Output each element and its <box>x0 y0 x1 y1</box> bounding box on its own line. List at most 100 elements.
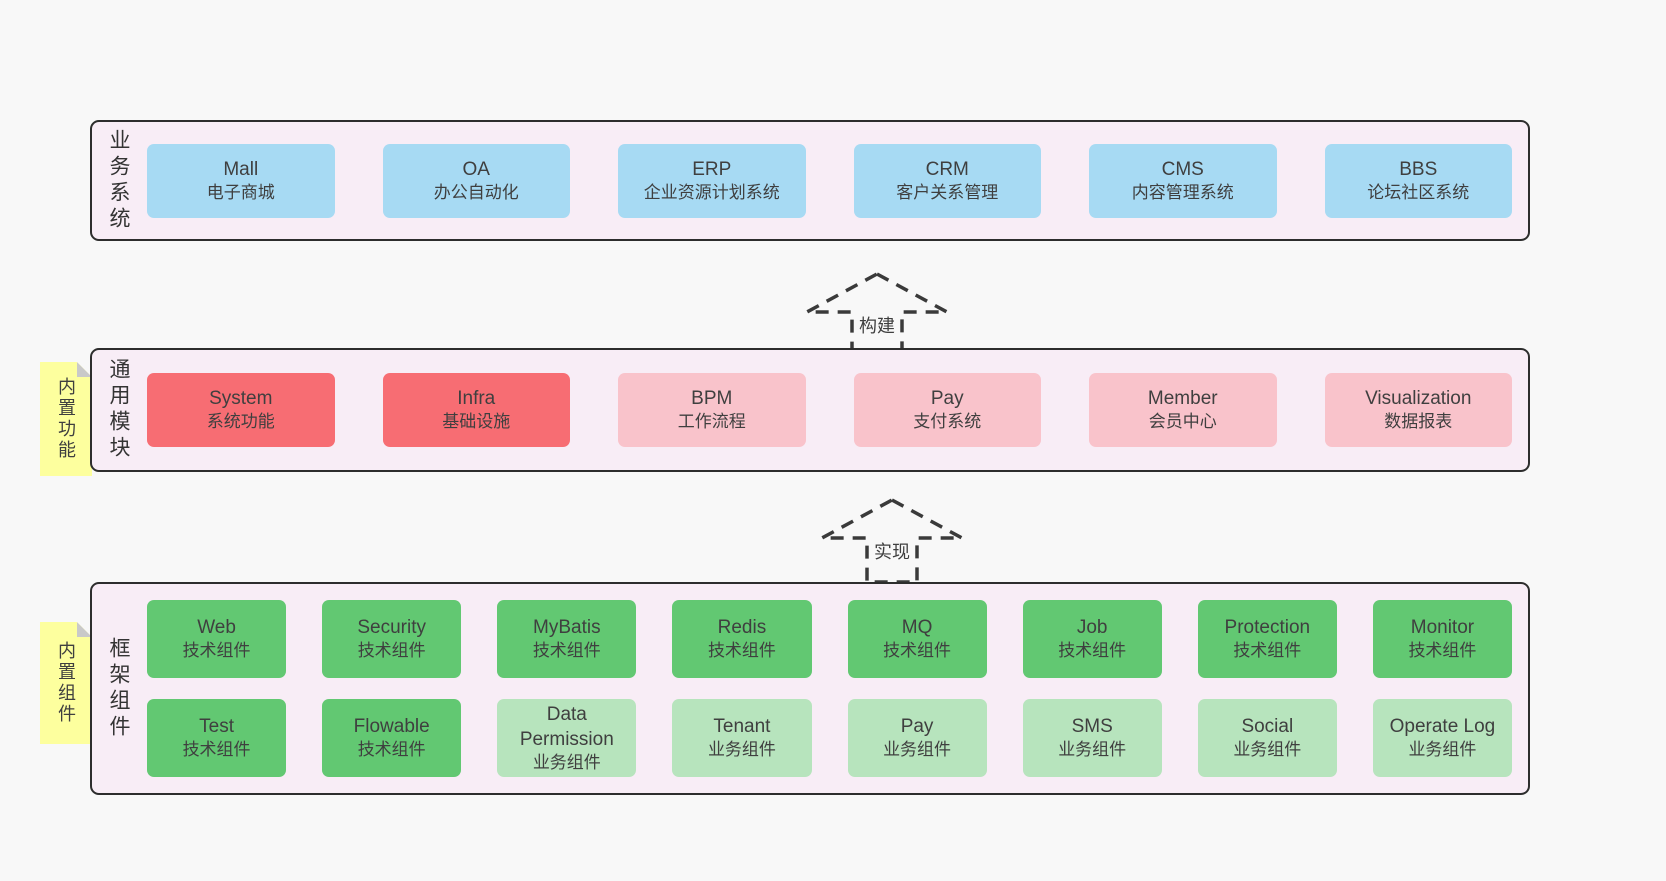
box-name: MQ <box>901 617 933 639</box>
arrow-label: 实现 <box>872 538 912 564</box>
box-subtitle: 技术组件 <box>532 641 601 661</box>
box-member: Member 会员中心 <box>1089 373 1277 447</box>
box-subtitle: 业务组件 <box>1408 740 1477 760</box>
box-visualization: Visualization 数据报表 <box>1324 373 1512 447</box>
box-subtitle: 论坛社区系统 <box>1367 182 1470 202</box>
box-subtitle: 业务组件 <box>1058 740 1127 760</box>
box-operate-log: Operate Log 业务组件 <box>1372 699 1512 777</box>
box-name: BPM <box>691 388 733 410</box>
box-subtitle: 办公自动化 <box>433 182 519 202</box>
box-system: System 系统功能 <box>147 373 335 447</box>
box-subtitle: 技术组件 <box>883 641 952 661</box>
box-pay-component: Pay 业务组件 <box>847 699 987 777</box>
band-label: 框架组件 <box>107 636 130 741</box>
box-subtitle: 系统功能 <box>206 412 275 432</box>
box-mybatis: MyBatis 技术组件 <box>497 600 637 678</box>
box-name: CRM <box>925 158 969 180</box>
box-tenant: Tenant 业务组件 <box>672 699 812 777</box>
box-monitor: Monitor 技术组件 <box>1372 600 1512 678</box>
box-subtitle: 技术组件 <box>707 641 776 661</box>
box-name: System <box>209 388 273 410</box>
box-social: Social 业务组件 <box>1197 699 1337 777</box>
box-flowable: Flowable 技术组件 <box>322 699 462 777</box>
band-label: 通用模块 <box>107 358 130 462</box>
box-subtitle: 内容管理系统 <box>1131 182 1234 202</box>
sticky-note-label: 内置组件 <box>56 641 76 725</box>
box-name: Data Permission <box>519 703 614 750</box>
box-security: Security 技术组件 <box>322 600 462 678</box>
box-oa: OA 办公自动化 <box>382 143 570 218</box>
box-subtitle: 电子商城 <box>206 182 275 202</box>
box-name: Member <box>1147 388 1218 410</box>
sticky-note-built-in-features: 内置功能 <box>40 362 92 476</box>
box-bpm: BPM 工作流程 <box>618 373 806 447</box>
box-subtitle: 数据报表 <box>1384 412 1453 432</box>
box-pay-module: Pay 支付系统 <box>853 373 1041 447</box>
box-name: Tenant <box>713 716 771 738</box>
box-name: Security <box>357 617 426 639</box>
box-bbs: BBS 论坛社区系统 <box>1324 143 1512 218</box>
box-subtitle: 客户关系管理 <box>896 182 999 202</box>
band-label: 业务系统 <box>107 128 130 233</box>
box-subtitle: 技术组件 <box>1058 641 1127 661</box>
box-subtitle: 企业资源计划系统 <box>643 182 780 202</box>
box-subtitle: 支付系统 <box>913 412 982 432</box>
box-name: Pay <box>900 716 934 738</box>
box-subtitle: 技术组件 <box>182 641 251 661</box>
box-subtitle: 技术组件 <box>1408 641 1477 661</box>
box-name: Redis <box>717 617 767 639</box>
box-subtitle: 技术组件 <box>1233 641 1302 661</box>
box-name: SMS <box>1071 716 1113 738</box>
box-subtitle: 业务组件 <box>1233 740 1302 760</box>
box-subtitle: 技术组件 <box>357 641 426 661</box>
box-subtitle: 技术组件 <box>357 740 426 760</box>
arrow-implement: 实现 <box>817 498 967 584</box>
box-mall: Mall 电子商城 <box>147 143 335 218</box>
box-name: MyBatis <box>533 617 601 639</box>
box-name: Pay <box>930 388 964 410</box>
box-name: Infra <box>457 388 496 410</box>
box-name: BBS <box>1399 158 1438 180</box>
box-mq: MQ 技术组件 <box>847 600 987 678</box>
box-name: Mall <box>223 158 259 180</box>
band-boxes: System 系统功能 Infra 基础设施 BPM 工作流程 Pay 支付系统… <box>147 350 1512 470</box>
band-boxes: Web 技术组件 Security 技术组件 MyBatis 技术组件 Redi… <box>147 584 1512 793</box>
box-name: ERP <box>692 158 732 180</box>
box-sms: SMS 业务组件 <box>1022 699 1162 777</box>
box-subtitle: 会员中心 <box>1148 412 1217 432</box>
box-name: Test <box>199 716 234 738</box>
arrow-label: 构建 <box>857 312 897 338</box>
box-cms: CMS 内容管理系统 <box>1089 143 1277 218</box>
box-infra: Infra 基础设施 <box>382 373 570 447</box>
box-name: CMS <box>1161 158 1204 180</box>
box-name: Social <box>1241 716 1294 738</box>
box-name: Protection <box>1224 617 1311 639</box>
box-subtitle: 技术组件 <box>182 740 251 760</box>
box-data-permission: Data Permission 业务组件 <box>497 699 637 777</box>
box-redis: Redis 技术组件 <box>672 600 812 678</box>
box-subtitle: 工作流程 <box>677 412 746 432</box>
band-common-modules: 通用模块 System 系统功能 Infra 基础设施 BPM 工作流程 Pay… <box>90 348 1530 472</box>
box-name: Visualization <box>1365 388 1472 410</box>
sticky-note-label: 内置功能 <box>56 377 76 461</box>
box-subtitle: 业务组件 <box>532 752 601 772</box>
arrow-build: 构建 <box>802 272 952 358</box>
box-web: Web 技术组件 <box>147 600 287 678</box>
band-boxes: Mall 电子商城 OA 办公自动化 ERP 企业资源计划系统 CRM 客户关系… <box>147 122 1512 239</box>
box-crm: CRM 客户关系管理 <box>853 143 1041 218</box>
box-name: Web <box>197 617 236 639</box>
box-test: Test 技术组件 <box>147 699 287 777</box>
box-name: Monitor <box>1410 617 1475 639</box>
box-erp: ERP 企业资源计划系统 <box>618 143 806 218</box>
box-name: Operate Log <box>1389 716 1496 738</box>
box-protection: Protection 技术组件 <box>1197 600 1337 678</box>
band-business-systems: 业务系统 Mall 电子商城 OA 办公自动化 ERP 企业资源计划系统 CRM… <box>90 120 1530 241</box>
band-framework-components: 框架组件 Web 技术组件 Security 技术组件 MyBatis 技术组件… <box>90 582 1530 795</box>
box-name: Flowable <box>353 716 430 738</box>
box-subtitle: 基础设施 <box>442 412 511 432</box>
box-subtitle: 业务组件 <box>707 740 776 760</box>
sticky-note-built-in-components: 内置组件 <box>40 622 92 744</box>
box-name: Job <box>1076 617 1108 639</box>
box-name: OA <box>462 158 490 180</box>
box-job: Job 技术组件 <box>1022 600 1162 678</box>
